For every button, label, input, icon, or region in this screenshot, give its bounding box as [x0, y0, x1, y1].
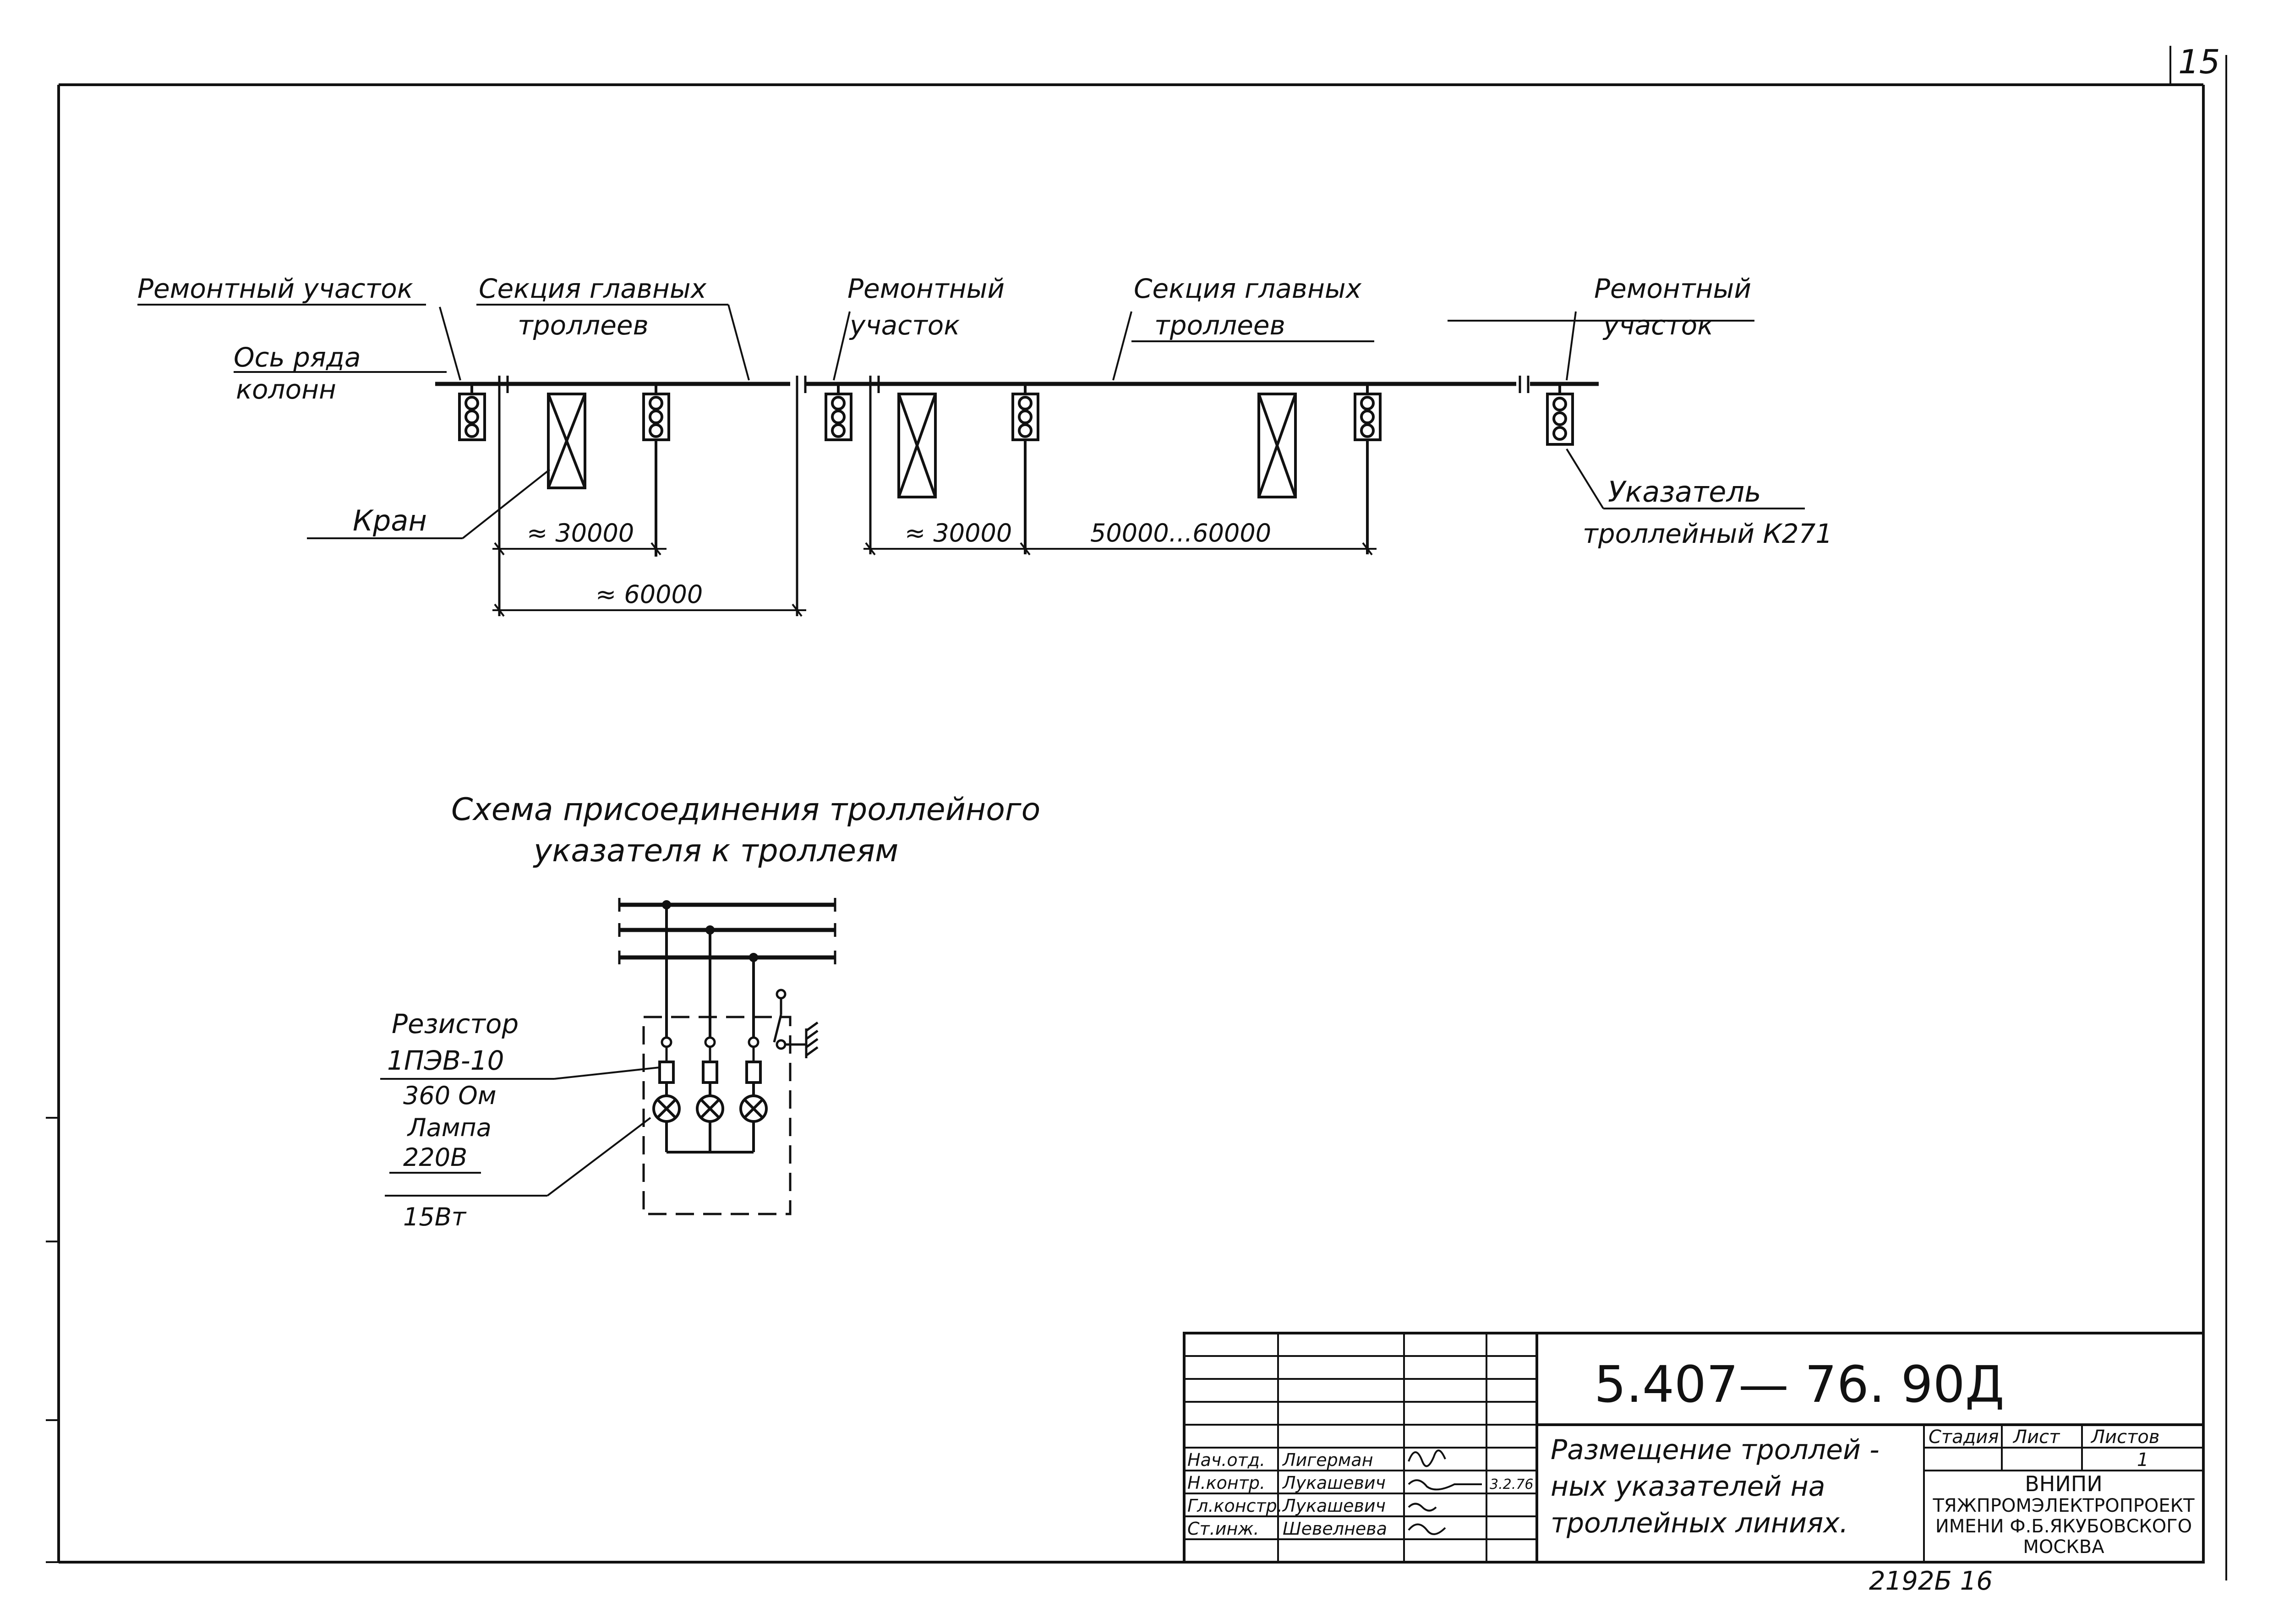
leader-lines: [137, 304, 1805, 539]
org-name-4: МОСКВА: [2023, 1537, 2104, 1558]
row-role: Н.контр.: [1187, 1473, 1265, 1493]
stage-label: Стадия: [1929, 1427, 1999, 1448]
row-role: Нач.отд.: [1187, 1450, 1265, 1470]
org-name-1: ВНИПИ: [2025, 1471, 2103, 1496]
crane-2: [897, 393, 937, 498]
label-main-trolley-section-2b: троллеев: [1154, 310, 1285, 341]
sheets-label: Листов: [2090, 1427, 2159, 1448]
schema-switches: [661, 1036, 759, 1062]
label-column-axis-b: колонн: [236, 374, 336, 405]
indicator-3: [825, 384, 852, 441]
date-value: 3.2.76: [1490, 1476, 1533, 1493]
org-name-3: ИМЕНИ Ф.Б.ЯКУБОВСКОГО: [1935, 1516, 2192, 1537]
frame-marks: [46, 46, 2227, 1580]
section-gaps: [498, 376, 1530, 616]
schema-title-b: указателя к троллеям: [533, 833, 898, 869]
inventory-number: 2192Б 16: [1869, 1566, 1993, 1596]
dimension-1: ≈ 30000: [527, 519, 634, 547]
schema-leaders: [380, 1066, 660, 1197]
label-main-trolley-section-2a: Секция главных: [1134, 273, 1362, 304]
title-block-right-grid: [1923, 1425, 2203, 1562]
dimension-4: 50000...60000: [1090, 519, 1271, 547]
label-indicator-a: Указатель: [1608, 475, 1761, 509]
drawing-title-line-2: ных указателей на: [1551, 1471, 1825, 1503]
lamp-label-a: Лампа: [407, 1113, 492, 1142]
label-crane: Кран: [353, 504, 427, 537]
schema-ground-switch: [773, 989, 819, 1058]
dimension-2: ≈ 60000: [596, 580, 703, 609]
resistor-label-a: Резистор: [392, 1008, 519, 1039]
label-repair-section-2b: участок: [849, 310, 960, 341]
indicator-5: [1354, 384, 1382, 554]
label-main-trolley-section-1b: троллеев: [518, 310, 649, 341]
schema-connections: [662, 900, 758, 1038]
resistor-label-b: 1ПЭВ-10: [387, 1045, 504, 1076]
sheets-value: 1: [2137, 1449, 2148, 1471]
label-repair-section-2a: Ремонтный: [847, 273, 1005, 304]
row-name: Лигерман: [1282, 1450, 1373, 1470]
row-role: Гл.констр.: [1187, 1496, 1283, 1516]
dimension-lines: [492, 542, 1377, 617]
label-main-trolley-section-1a: Секция главных: [479, 273, 707, 304]
sheet-frame: [57, 83, 2205, 1564]
indicator-1: [458, 384, 486, 441]
resistor-label-c: 360 Ом: [403, 1081, 496, 1110]
dimension-3: ≈ 30000: [905, 519, 1012, 547]
crane-3: [1257, 393, 1297, 498]
schema-trolleys: [618, 902, 836, 960]
indicator-6: [1546, 384, 1574, 446]
drawing-title-line-3: троллейных линиях.: [1551, 1507, 1848, 1539]
indicator-4: [1011, 384, 1039, 554]
title-block-left-grid: [1184, 1333, 1537, 1562]
row-role: Ст.инж.: [1187, 1519, 1259, 1539]
schema-title-a: Схема присоединения троллейного: [451, 792, 1040, 828]
schema-enclosure: [642, 1016, 792, 1215]
signatures: [1408, 1449, 1482, 1535]
schema-resistors: [658, 1061, 762, 1096]
document-code: 5.407— 76. 90Д: [1594, 1355, 2005, 1414]
row-name: Лукашевич: [1282, 1496, 1386, 1516]
indicator-2: [642, 384, 670, 557]
row-name: Лукашевич: [1282, 1473, 1386, 1493]
schema-lamps: [652, 1094, 768, 1154]
schema-trolley-ends: [618, 898, 836, 964]
row-name: Шевелнева: [1283, 1519, 1387, 1539]
sheet-label: Лист: [2012, 1427, 2060, 1448]
crane-1: [547, 393, 586, 489]
label-repair-section-3a: Ремонтный: [1594, 273, 1751, 304]
label-column-axis-a: Ось ряда: [234, 342, 361, 373]
label-indicator-b: троллейный К271: [1583, 518, 1832, 549]
label-repair-section-3b: участок: [1602, 310, 1713, 341]
drawing-title-line-1: Размещение троллей -: [1551, 1434, 1880, 1466]
lamp-label-c: 15Вт: [403, 1203, 467, 1231]
org-name-2: ТЯЖПРОМЭЛЕКТРОПРОЕКТ: [1932, 1495, 2195, 1516]
label-repair-section-1: Ремонтный участок: [137, 273, 413, 304]
lamp-label-b: 220В: [403, 1143, 467, 1172]
page-number: 15: [2178, 43, 2220, 81]
